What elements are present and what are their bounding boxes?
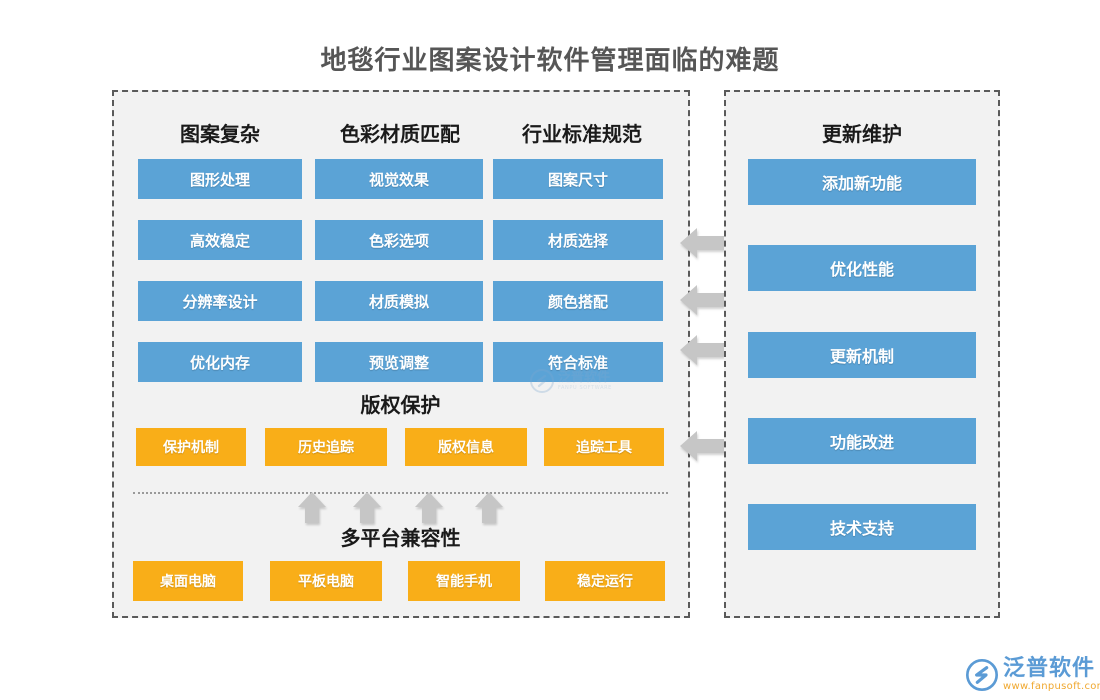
copyright-item[interactable]: 版权信息: [405, 428, 527, 466]
left-arrow-icon: [680, 335, 724, 365]
copyright-item[interactable]: 保护机制: [136, 428, 246, 466]
logo-website: www.fanpusoft.com: [1003, 681, 1100, 692]
grid-cell[interactable]: 高效稳定: [138, 220, 302, 260]
grid-cell[interactable]: 优化内存: [138, 342, 302, 382]
grid-cell[interactable]: 材质选择: [493, 220, 663, 260]
platform-section-heading: 多平台兼容性: [340, 526, 461, 550]
fanpu-logo-icon: [966, 659, 998, 691]
column-heading-color-material: 色彩材质匹配: [340, 122, 460, 146]
up-arrow-icon: [475, 492, 503, 523]
platform-item[interactable]: 智能手机: [408, 561, 520, 601]
grid-cell[interactable]: 材质模拟: [315, 281, 483, 321]
column-heading-industry-standard: 行业标准规范: [522, 122, 642, 146]
platform-item[interactable]: 稳定运行: [545, 561, 665, 601]
right-panel-heading: 更新维护: [822, 122, 902, 146]
right-panel-item[interactable]: 功能改进: [748, 418, 976, 464]
grid-cell[interactable]: 色彩选项: [315, 220, 483, 260]
grid-cell[interactable]: 预览调整: [315, 342, 483, 382]
right-panel-item[interactable]: 优化性能: [748, 245, 976, 291]
copyright-item[interactable]: 追踪工具: [544, 428, 664, 466]
footer-logo: 泛普软件 www.fanpusoft.com: [966, 658, 1100, 692]
copyright-item[interactable]: 历史追踪: [265, 428, 387, 466]
logo-company-name: 泛普软件: [1003, 656, 1096, 681]
grid-cell[interactable]: 图形处理: [138, 159, 302, 199]
grid-cell[interactable]: 符合标准: [493, 342, 663, 382]
section-divider: [133, 492, 668, 494]
up-arrow-icon: [298, 492, 326, 523]
column-heading-pattern: 图案复杂: [180, 122, 260, 146]
grid-cell[interactable]: 分辨率设计: [138, 281, 302, 321]
up-arrow-icon: [415, 492, 443, 523]
right-panel-item[interactable]: 技术支持: [748, 504, 976, 550]
copyright-section-heading: 版权保护: [360, 393, 441, 417]
platform-item[interactable]: 平板电脑: [270, 561, 382, 601]
grid-cell[interactable]: 图案尺寸: [493, 159, 663, 199]
left-arrow-icon: [680, 228, 724, 258]
right-panel-item[interactable]: 更新机制: [748, 332, 976, 378]
right-panel-item[interactable]: 添加新功能: [748, 159, 976, 205]
page-title: 地毯行业图案设计软件管理面临的难题: [320, 46, 780, 76]
up-arrow-icon: [353, 492, 381, 523]
grid-cell[interactable]: 视觉效果: [315, 159, 483, 199]
grid-cell[interactable]: 颜色搭配: [493, 281, 663, 321]
left-arrow-icon: [680, 285, 724, 315]
left-arrow-icon: [680, 431, 724, 461]
platform-item[interactable]: 桌面电脑: [133, 561, 243, 601]
